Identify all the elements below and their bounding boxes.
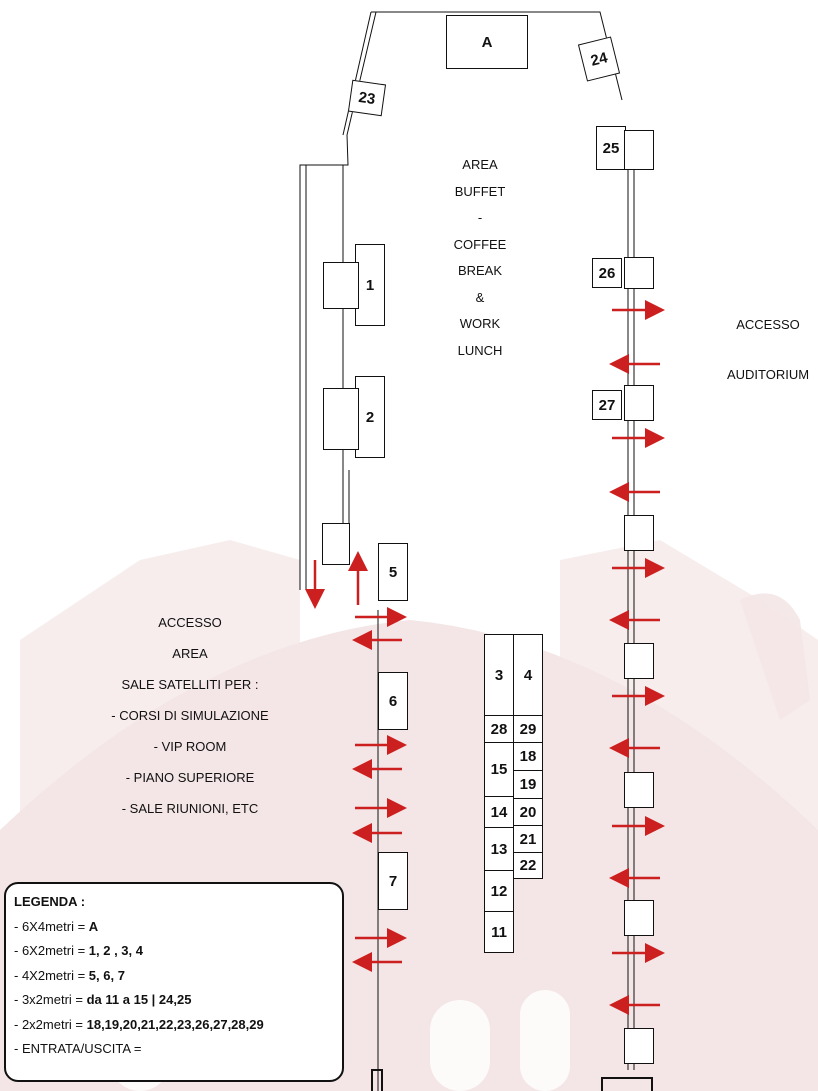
accesso-area-line: - PIANO SUPERIORE <box>125 770 255 785</box>
legend-row-value: 1, 2 , 3, 4 <box>88 943 143 958</box>
booth-6[interactable]: 6 <box>378 672 408 730</box>
area-buffet-line: LUNCH <box>457 342 503 358</box>
booth-22[interactable]: 22 <box>513 852 543 879</box>
column <box>624 900 654 936</box>
legend-row-value: da 11 a 15 | 24,25 <box>86 992 192 1007</box>
legend-title: LEGENDA : <box>14 894 86 909</box>
accesso-area-line: AREA <box>172 646 208 661</box>
accesso-area-line: - CORSI DI SIMULAZIONE <box>111 708 269 723</box>
booth-21[interactable]: 21 <box>513 825 543 853</box>
bottom-walls <box>371 1069 653 1091</box>
booth-3[interactable]: 3 <box>484 634 514 716</box>
booth-18[interactable]: 18 <box>513 742 543 771</box>
legend-row-label: - 2x2metri = <box>14 1016 87 1032</box>
table-2 <box>323 388 359 450</box>
area-buffet-line: & <box>475 289 485 305</box>
booth-1[interactable]: 1 <box>355 244 385 326</box>
accesso-area-line: - VIP ROOM <box>153 739 227 754</box>
booth-A[interactable]: A <box>446 15 528 69</box>
booth-26[interactable]: 26 <box>592 258 622 288</box>
area-buffet-line: - <box>477 210 483 225</box>
column-25 <box>624 130 654 170</box>
accesso-area-line: ACCESSO <box>158 615 222 630</box>
legend-row: - 6X2metri = 1, 2 , 3, 4 <box>14 939 334 964</box>
booth-27[interactable]: 27 <box>592 390 622 420</box>
column <box>624 1028 654 1064</box>
area-buffet-line: BREAK <box>457 263 503 278</box>
area-buffet-line: BUFFET <box>454 183 506 199</box>
booth-14[interactable]: 14 <box>484 796 514 828</box>
area-buffet-line: COFFEE <box>453 236 507 252</box>
legend-row: - 3x2metri = da 11 a 15 | 24,25 <box>14 988 334 1013</box>
booth-28[interactable]: 28 <box>484 715 514 743</box>
booth-5[interactable]: 5 <box>378 543 408 601</box>
booth-12[interactable]: 12 <box>484 870 514 912</box>
legend-row: - ENTRATA/USCITA = <box>14 1037 334 1062</box>
column <box>624 515 654 551</box>
table-1 <box>323 262 359 309</box>
legend-row-value: 18,19,20,21,22,23,26,27,28,29 <box>86 1016 264 1032</box>
column-26 <box>624 257 654 289</box>
legend-row-label: - 3x2metri = <box>14 992 87 1007</box>
area-buffet-line: AREA <box>462 157 498 172</box>
legend-row: - 2x2metri = 18,19,20,21,22,23,26,27,28,… <box>14 1013 334 1038</box>
legend-row-label: - 6X4metri = <box>14 918 89 934</box>
column-27 <box>624 385 654 421</box>
accesso-auditorium-label: ACCESSO AUDITORIUM <box>720 300 816 400</box>
table-entrance <box>322 523 350 565</box>
booth-7[interactable]: 7 <box>378 852 408 910</box>
column <box>624 643 654 679</box>
area-buffet-label: AREA BUFFET - COFFEE BREAK & WORK LUNCH <box>440 152 520 364</box>
legend-row: - 6X4metri = A <box>14 915 334 940</box>
booth-20[interactable]: 20 <box>513 798 543 826</box>
accesso-area-line: SALE SATELLITI PER : <box>121 677 259 692</box>
legend-row-label: - 4X2metri = <box>14 967 89 983</box>
booth-19[interactable]: 19 <box>513 770 543 799</box>
legend-row-label: - ENTRATA/USCITA = <box>14 1041 142 1056</box>
column <box>624 772 654 808</box>
legend-row-value: 5, 6, 7 <box>88 967 125 983</box>
legend-row: - 4X2metri = 5, 6, 7 <box>14 964 334 989</box>
area-buffet-line: WORK <box>459 316 501 331</box>
legend-row-label: - 6X2metri = <box>14 943 89 958</box>
accesso-area-line: - SALE RIUNIONI, ETC <box>121 801 259 816</box>
accesso-auditorium-line: ACCESSO <box>736 317 800 332</box>
accesso-area-label: ACCESSO AREA SALE SATELLITI PER : - CORSI D… <box>80 607 300 824</box>
booth-11[interactable]: 11 <box>484 911 514 953</box>
accesso-auditorium-line: AUDITORIUM <box>726 367 810 382</box>
legend: LEGENDA : - 6X4metri = A- 6X2metri = 1, … <box>4 882 344 1082</box>
legend-row-value: A <box>88 918 99 934</box>
